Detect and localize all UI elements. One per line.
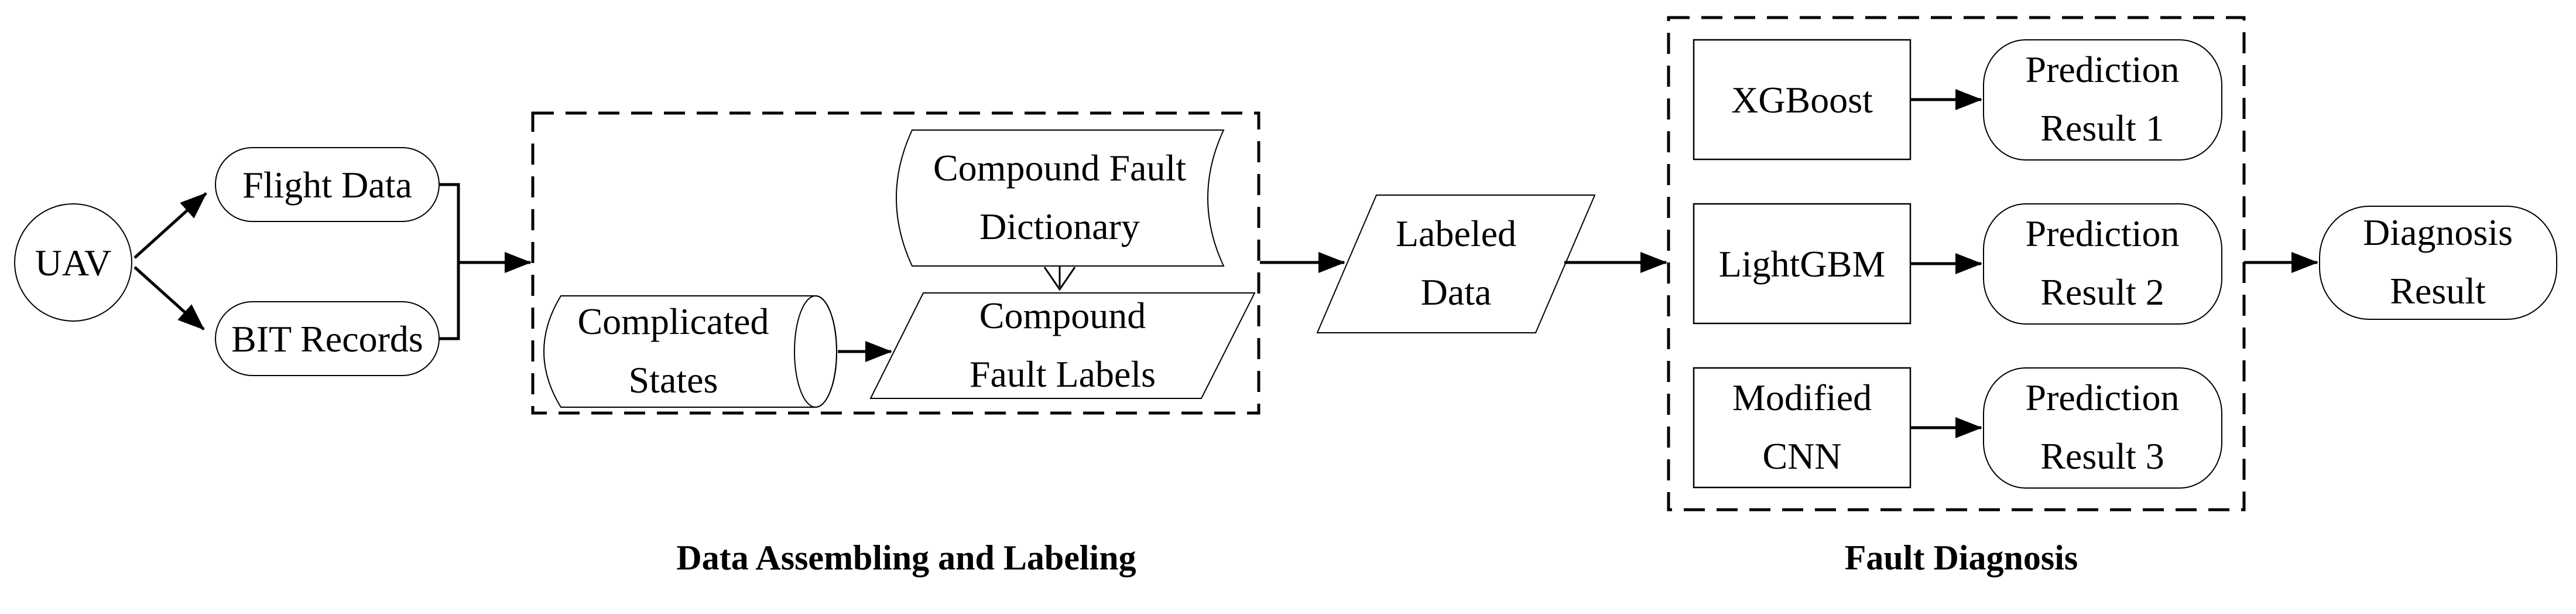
xgboost-node (1693, 39, 1912, 161)
xgboost-label: XGBoost (1731, 79, 1873, 121)
bit-records-label: BIT Records (231, 318, 423, 360)
prediction-result-3-label-line1: Prediction (2025, 377, 2179, 418)
compound-fault-dictionary-label-line1: Compound Fault (933, 147, 1186, 189)
prediction-result-3-node (1983, 367, 2222, 489)
lightgbm-node (1693, 203, 1912, 325)
modified-cnn-label-line1: Modified (1732, 377, 1872, 418)
prediction-result-1-node (1983, 39, 2222, 161)
labeled-data-label-line1: Labeled (1396, 213, 1516, 254)
arrow-uav-to-bit-records (133, 266, 205, 330)
data-assembling-caption: Data Assembling and Labeling (676, 538, 1136, 577)
fault-diagnosis-caption: Fault Diagnosis (1845, 538, 2078, 577)
prediction-result-2-label-line2: Result 2 (2040, 271, 2164, 313)
uav-node (14, 203, 132, 322)
uav-label: UAV (35, 242, 111, 284)
modified-cnn-node (1693, 367, 1912, 489)
diagnosis-result-label-line2: Result (2390, 270, 2486, 312)
diagnosis-result-label-line1: Diagnosis (2363, 212, 2513, 253)
compound-fault-labels-node (869, 292, 1256, 399)
complicated-states-label-line2: States (629, 359, 718, 401)
labeled-data-label-line2: Data (1421, 271, 1492, 313)
modified-cnn-label-line2: CNN (1762, 435, 1841, 477)
prediction-result-2-label-line1: Prediction (2025, 213, 2179, 254)
compound-fault-dictionary-label-line2: Dictionary (979, 206, 1140, 247)
labeled-data-node (1316, 195, 1596, 333)
flight-data-label: Flight Data (242, 164, 412, 206)
prediction-result-2-node (1983, 203, 2222, 325)
compound-fault-dictionary-node (896, 129, 1225, 267)
diagnosis-result-node (2319, 206, 2557, 320)
prediction-result-1-label-line1: Prediction (2025, 49, 2179, 90)
arrow-dictionary-to-labels-head (1043, 267, 1076, 291)
complicated-states-label-line1: Complicated (577, 301, 769, 342)
connector-merge-bracket (439, 183, 460, 340)
prediction-result-1-label-line2: Result 1 (2040, 107, 2164, 149)
lightgbm-label: LightGBM (1719, 243, 1885, 285)
prediction-result-3-label-line2: Result 3 (2040, 435, 2164, 477)
compound-fault-labels-label-line2: Fault Labels (970, 353, 1156, 395)
data-assembling-group-box (531, 111, 1260, 415)
arrow-uav-to-flight-data (133, 192, 207, 259)
compound-fault-labels-label-line1: Compound (979, 295, 1146, 336)
complicated-states-cylinder-rim (794, 295, 837, 408)
